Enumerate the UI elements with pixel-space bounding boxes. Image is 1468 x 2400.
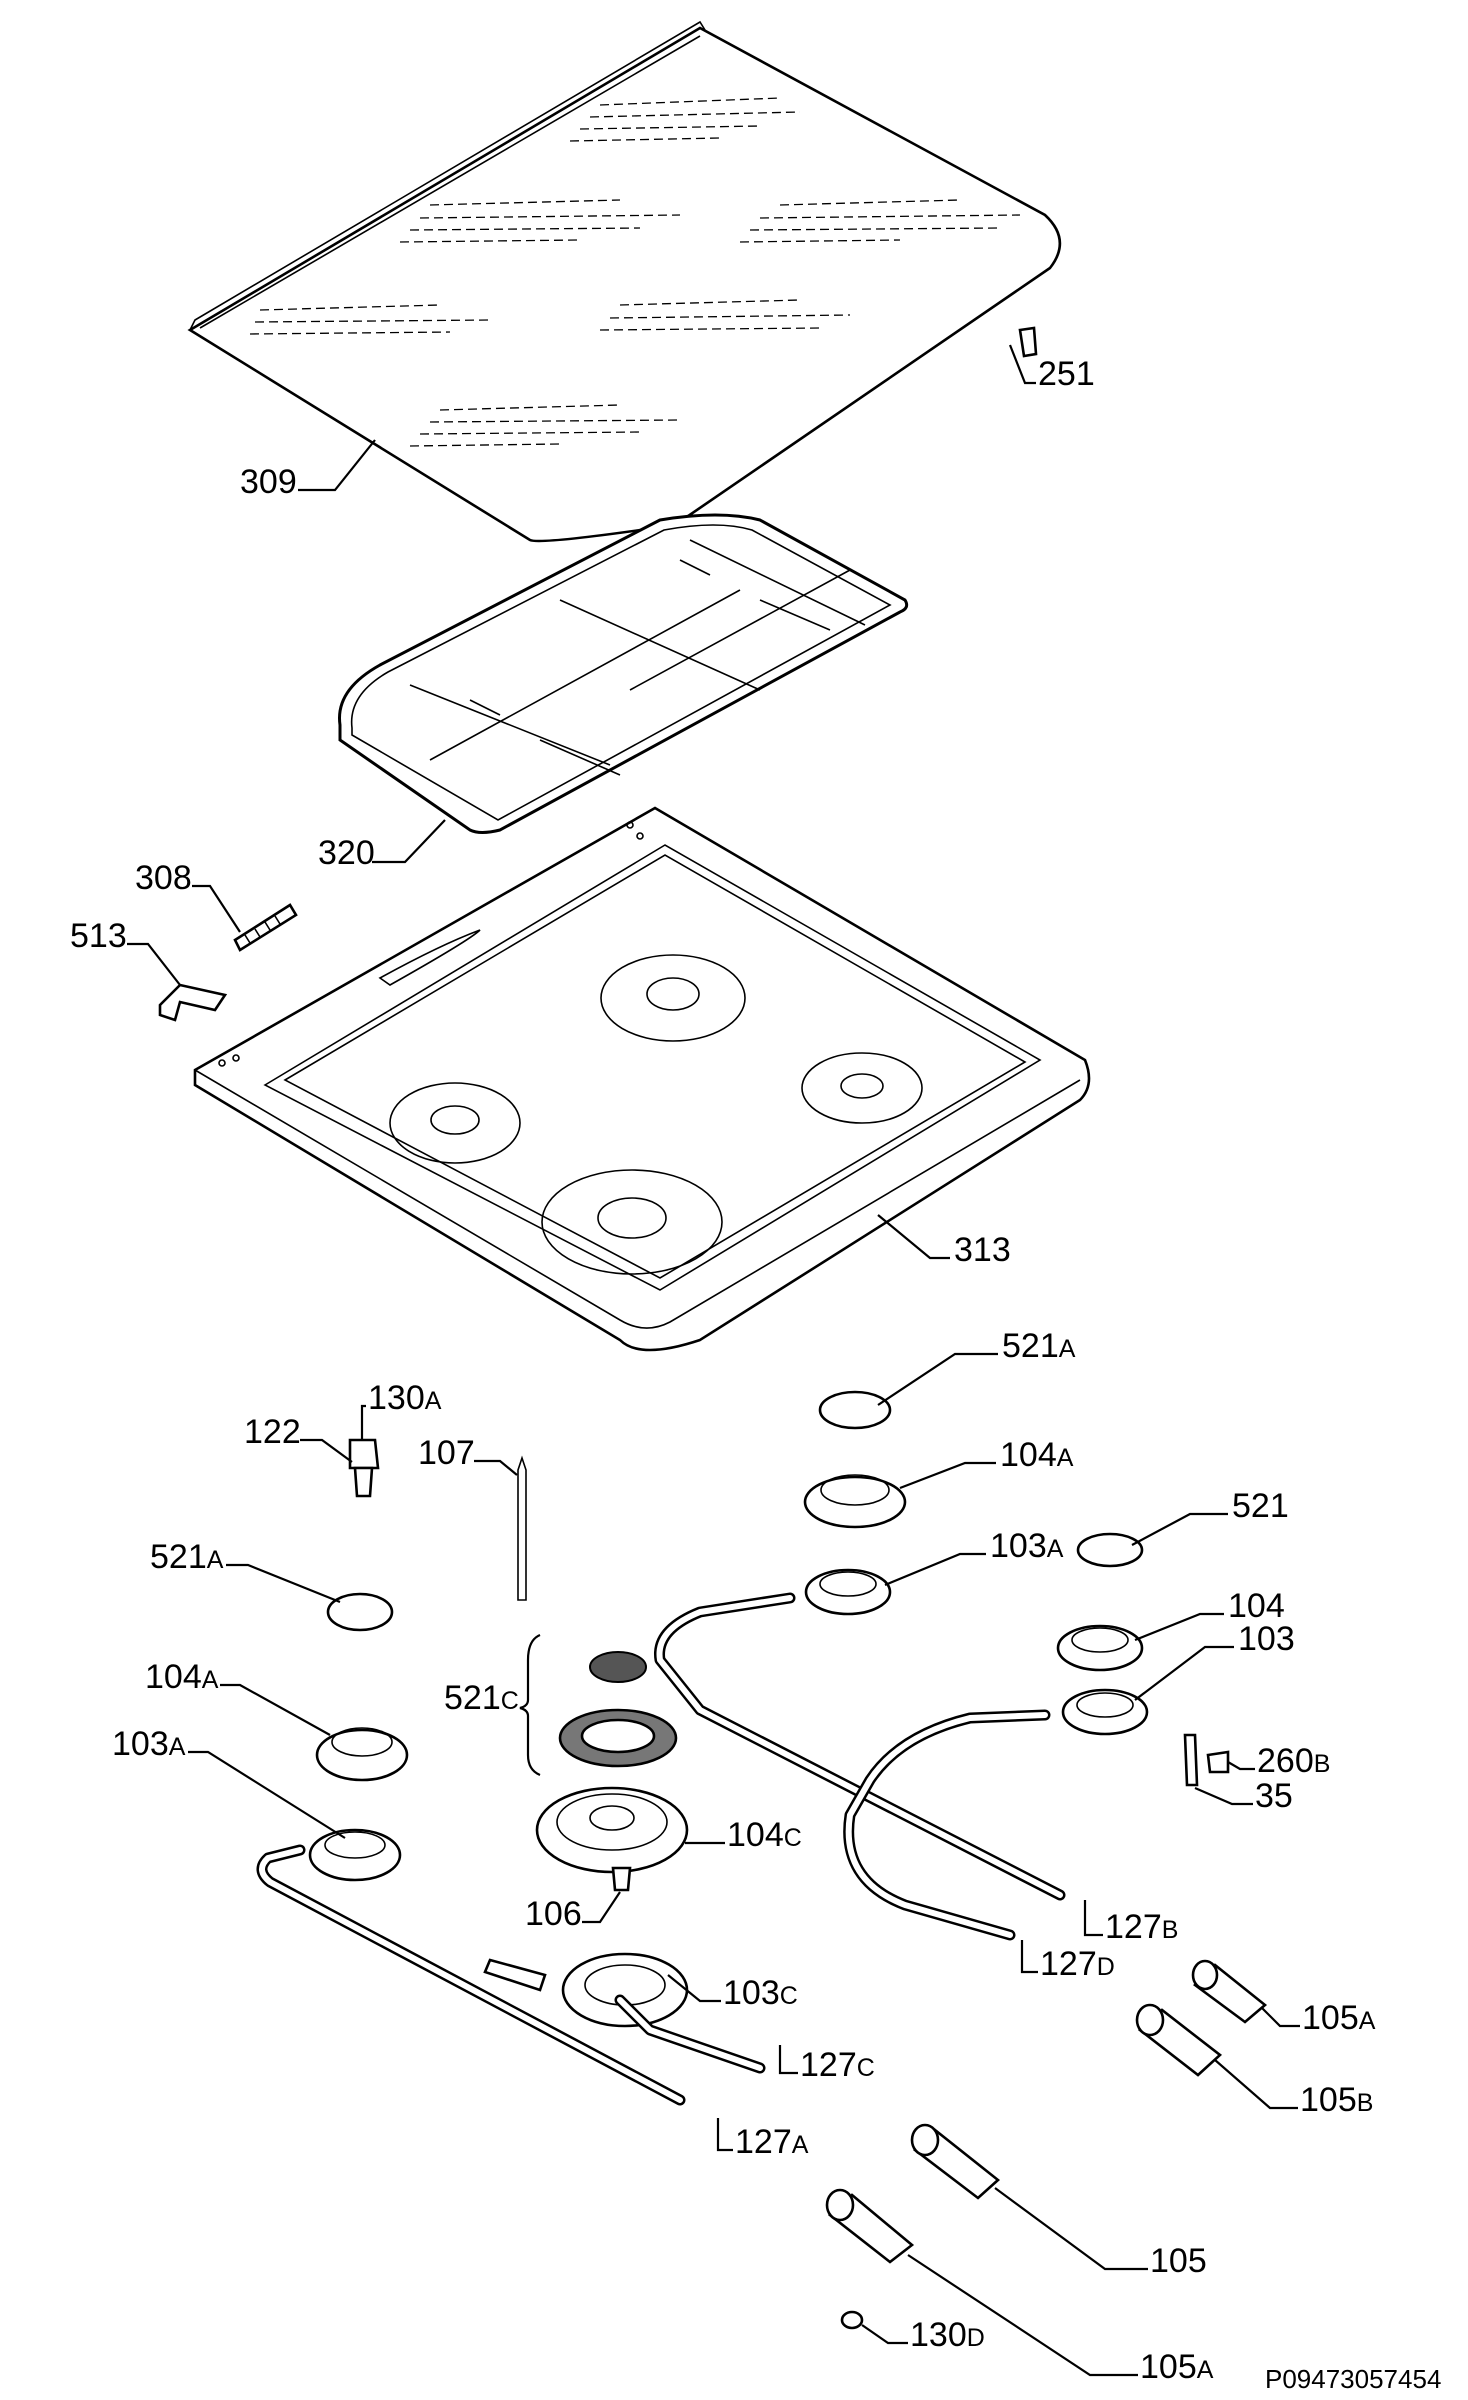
callout-105b: 105B: [1300, 2081, 1373, 2119]
callout-122: 122: [244, 1413, 301, 1451]
burner-cap-521a-left: [326, 1592, 394, 1632]
leader-line-313: [877, 1214, 950, 1260]
callout-106: 106: [525, 1895, 582, 1933]
callout-260b: 260B: [1257, 1742, 1330, 1780]
nut-130d: [840, 2310, 864, 2330]
callout-35: 35: [1255, 1777, 1293, 1815]
injector-106: [611, 1866, 632, 1892]
leader-line-521: [1131, 1512, 1228, 1546]
burner-crown-104a-left: [315, 1727, 409, 1782]
leader-line-127b: [1083, 1900, 1103, 1937]
leader-line-104a-left: [220, 1683, 331, 1736]
callout-103c: 103C: [723, 1974, 798, 2012]
burner-body-103a-right: [804, 1568, 892, 1616]
leader-line-130d: [861, 2324, 908, 2345]
callout-104a-left: 104A: [145, 1658, 219, 1696]
callout-105: 105: [1150, 2242, 1207, 2280]
leader-line-103c: [667, 1974, 721, 2003]
leader-line-127c: [778, 2045, 798, 2075]
leader-line-104a-right: [899, 1461, 996, 1490]
callout-309: 309: [240, 463, 297, 501]
clip-513: [158, 983, 228, 1022]
callout-130d: 130D: [910, 2316, 985, 2354]
leader-line-35: [1194, 1786, 1253, 1806]
thermocouple-107: [517, 1455, 527, 1601]
burner-body-103c: [483, 1952, 689, 2028]
cap-set-521c: [519, 1633, 678, 1777]
callout-521a-right: 521A: [1002, 1327, 1076, 1365]
callout-105a-bottom: 105A: [1140, 2348, 1214, 2386]
callout-513: 513: [70, 917, 127, 955]
callout-103a-right: 103A: [990, 1527, 1064, 1565]
leader-line-103a-right: [884, 1552, 986, 1587]
callout-308: 308: [135, 859, 192, 897]
leader-line-103a-left: [188, 1750, 346, 1839]
leader-line-260b: [1227, 1761, 1255, 1771]
pan-support-320: [338, 513, 909, 834]
burner-crown-104-right: [1056, 1624, 1144, 1672]
spring-308: [233, 903, 298, 952]
callout-127d: 127D: [1040, 1945, 1115, 1983]
callout-127b: 127B: [1105, 1908, 1178, 1946]
callout-103a-left: 103A: [112, 1725, 186, 1763]
leader-line-521a-left: [226, 1563, 341, 1604]
callout-104: 104: [1228, 1587, 1285, 1625]
callout-107: 107: [418, 1434, 475, 1472]
leader-line-127d: [1020, 1940, 1038, 1974]
document-code: P09473057454: [1265, 2364, 1441, 2394]
leader-line-513: [127, 942, 181, 986]
leader-line-104: [1134, 1612, 1224, 1642]
burner-body-103a-left: [308, 1828, 402, 1882]
burner-cap-521-right: [1076, 1532, 1144, 1568]
buffer-251: [1018, 326, 1038, 358]
callout-313: 313: [954, 1231, 1011, 1269]
callout-104c: 104C: [727, 1816, 802, 1854]
callout-127a: 127A: [735, 2123, 809, 2161]
leader-line-105a-bottom: [907, 2254, 1138, 2377]
gas-tap-105b: [1135, 2003, 1223, 2077]
gas-tubes: [256, 1592, 1066, 2106]
leader-line-521a-right: [877, 1352, 998, 1406]
thermocouple-clip-260b: [1206, 1750, 1230, 1774]
burner-cap-521a-right: [818, 1390, 892, 1430]
burner-crown-104a-right: [803, 1474, 907, 1529]
injector-122: [348, 1438, 380, 1498]
leader-line-105a-top: [1261, 2007, 1300, 2028]
burner-body-103-right: [1061, 1688, 1149, 1736]
callout-251: 251: [1038, 355, 1095, 393]
leader-line-106: [582, 1891, 621, 1924]
leader-line-130a: [360, 1404, 366, 1440]
leader-line-251: [1008, 344, 1036, 385]
callout-521: 521: [1232, 1487, 1289, 1525]
callout-320: 320: [318, 834, 375, 872]
leader-line-308: [192, 884, 241, 933]
leader-line-105: [994, 2187, 1148, 2271]
callout-127c: 127C: [800, 2046, 875, 2084]
callout-521a-left: 521A: [150, 1538, 224, 1576]
gas-tap-105: [910, 2123, 1001, 2200]
leader-line-105b: [1214, 2059, 1298, 2110]
callout-130a: 130A: [368, 1379, 442, 1417]
gas-tap-105a-top: [1191, 1959, 1268, 2024]
callout-105a-top: 105A: [1302, 1999, 1376, 2037]
spark-plug-35: [1183, 1733, 1199, 1787]
gas-tap-105a-bottom: [825, 2188, 915, 2264]
leader-line-309: [298, 439, 376, 492]
leader-line-127a: [716, 2118, 733, 2152]
leader-line-107: [474, 1459, 518, 1476]
leader-line-103: [1134, 1645, 1234, 1701]
glass-lid-309: [187, 20, 1062, 543]
leader-line-320: [372, 819, 446, 864]
burner-crown-104c: [535, 1786, 689, 1874]
leader-line-122: [300, 1438, 353, 1463]
callout-103: 103: [1238, 1620, 1295, 1658]
callout-521c: 521C: [444, 1679, 519, 1717]
callout-104a-right: 104A: [1000, 1436, 1074, 1474]
hob-top-313: [193, 806, 1091, 1352]
